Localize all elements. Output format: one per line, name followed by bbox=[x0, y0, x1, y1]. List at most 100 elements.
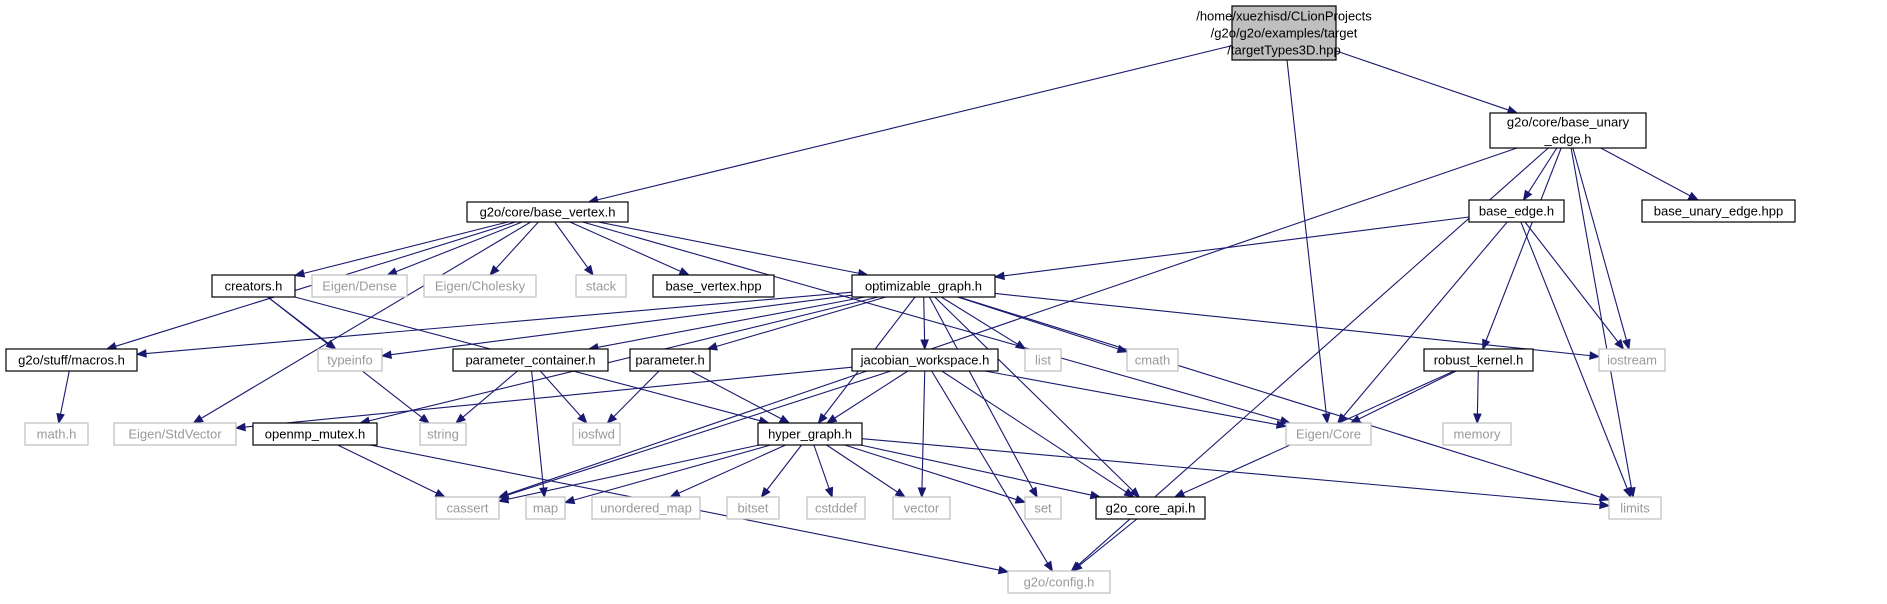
node-eigen-cholesky[interactable]: Eigen/Cholesky bbox=[423, 274, 537, 298]
edge-arrowhead bbox=[577, 413, 588, 425]
edge-hyper-graph-h-to-set bbox=[844, 444, 1027, 504]
edge-base-unary-edge-h-to-base-unary-edge-hpp bbox=[1600, 147, 1700, 201]
node-robust-kernel-h[interactable]: robust_kernel.h bbox=[1423, 348, 1534, 372]
edge-line bbox=[507, 370, 892, 496]
edge-hyper-graph-h-to-unordered-map bbox=[669, 444, 786, 498]
node-string[interactable]: string bbox=[419, 422, 467, 446]
edge-arrowhead bbox=[583, 264, 594, 277]
node-box bbox=[1285, 422, 1372, 446]
node-base-vertex-hpp[interactable]: base_vertex.hpp bbox=[652, 274, 775, 298]
node-unordered-map[interactable]: unordered_map bbox=[591, 496, 701, 520]
edge-arrowhead bbox=[56, 412, 65, 425]
node-g2o-core-api-h[interactable]: g2o_core_api.h bbox=[1095, 496, 1206, 520]
edge-jacobian-workspace-h-to-eigen-stdvector bbox=[234, 366, 853, 432]
node-box bbox=[1608, 496, 1662, 520]
node-cmath[interactable]: cmath bbox=[1126, 348, 1179, 372]
edge-root-to-base-unary-edge-h bbox=[1335, 50, 1519, 115]
edge-line bbox=[573, 444, 771, 501]
edge-parameter-container-h-to-iosfwd bbox=[539, 370, 588, 425]
node-label: cmath bbox=[1135, 353, 1170, 368]
edge-base-edge-h-to-limits bbox=[1520, 221, 1632, 499]
edge-arrowhead bbox=[234, 422, 246, 432]
node-map[interactable]: map bbox=[525, 496, 566, 520]
node-bitset[interactable]: bitset bbox=[726, 496, 780, 520]
node-box bbox=[575, 274, 627, 298]
node-eigen-core[interactable]: Eigen/Core bbox=[1285, 422, 1372, 446]
node-typeinfo[interactable]: typeinfo bbox=[317, 348, 383, 372]
edge-arrowhead bbox=[325, 339, 337, 350]
edge-arrowhead bbox=[380, 350, 392, 359]
edge-arrowhead bbox=[1173, 489, 1186, 498]
node-memory[interactable]: memory bbox=[1442, 422, 1512, 446]
node-iosfwd[interactable]: iosfwd bbox=[572, 422, 621, 446]
node-eigen-dense[interactable]: Eigen/Dense bbox=[311, 274, 408, 298]
node-math-h[interactable]: math.h bbox=[24, 422, 89, 446]
node-cassert[interactable]: cassert bbox=[435, 496, 500, 520]
node-parameter-container-h[interactable]: parameter_container.h bbox=[452, 348, 609, 372]
node-box bbox=[1024, 496, 1062, 520]
node-base-unary-edge-hpp[interactable]: base_unary_edge.hpp bbox=[1641, 199, 1796, 223]
node-base-unary-edge-h[interactable]: g2o/core/base_unary_edge.h bbox=[1489, 112, 1647, 149]
node-cstddef[interactable]: cstddef bbox=[806, 496, 866, 520]
edge-arrowhead bbox=[1687, 191, 1700, 201]
edge-line bbox=[539, 370, 582, 417]
edge-base-unary-edge-h-to-robust-kernel-h bbox=[1482, 147, 1562, 351]
edge-arrowhead bbox=[678, 267, 691, 276]
node-openmp-mutex-h[interactable]: openmp_mutex.h bbox=[252, 422, 378, 446]
edge-optimizable-graph-h-to-set bbox=[928, 296, 1038, 499]
node-g2o-config-h[interactable]: g2o/config.h bbox=[1007, 570, 1111, 594]
edge-hyper-graph-h-to-map bbox=[563, 444, 771, 505]
node-hyper-graph-h[interactable]: hyper_graph.h bbox=[757, 422, 863, 446]
edge-hyper-graph-h-to-cassert bbox=[497, 444, 760, 504]
node-box bbox=[572, 422, 621, 446]
node-base-edge-h[interactable]: base_edge.h bbox=[1468, 199, 1565, 223]
node-label: limits bbox=[1620, 501, 1650, 516]
node-box bbox=[24, 422, 89, 446]
edge-line bbox=[597, 45, 1233, 201]
edge-line bbox=[941, 370, 1127, 493]
edge-jacobian-workspace-h-to-vector bbox=[917, 370, 927, 499]
edge-hyper-graph-h-to-g2o-core-api-h bbox=[860, 444, 1102, 500]
node-list[interactable]: list bbox=[1024, 348, 1062, 372]
node-set[interactable]: set bbox=[1024, 496, 1062, 520]
node-root[interactable]: /home/xuezhisd/CLionProjects/g2o/g2o/exa… bbox=[1196, 5, 1372, 61]
node-box bbox=[757, 422, 863, 446]
edge-line bbox=[940, 296, 1018, 345]
edge-line bbox=[145, 291, 853, 355]
edge-optimizable-graph-h-to-g2o-core-api-h bbox=[934, 296, 1141, 498]
edge-hyper-graph-h-to-cstddef bbox=[813, 444, 834, 499]
node-box bbox=[1489, 112, 1647, 149]
node-box bbox=[419, 422, 467, 446]
edge-line bbox=[531, 370, 545, 489]
node-vector[interactable]: vector bbox=[892, 496, 951, 520]
edge-line bbox=[554, 221, 589, 269]
node-creators-h[interactable]: creators.h bbox=[211, 274, 296, 298]
node-box bbox=[211, 274, 296, 298]
node-label: unordered_map bbox=[600, 501, 692, 516]
node-box bbox=[1095, 496, 1206, 520]
edge-arrowhead bbox=[1598, 492, 1611, 502]
node-label: stack bbox=[586, 279, 617, 294]
node-parameter-h[interactable]: parameter.h bbox=[629, 348, 711, 372]
node-optimizable-graph-h[interactable]: optimizable_graph.h bbox=[851, 274, 996, 298]
edge-base-vertex-h-to-eigen-stdvector bbox=[192, 221, 532, 424]
edge-line bbox=[984, 370, 1278, 426]
node-iostream[interactable]: iostream bbox=[1598, 348, 1666, 372]
node-macros-h[interactable]: g2o/stuff/macros.h bbox=[5, 348, 138, 372]
node-jacobian-workspace-h[interactable]: jacobian_workspace.h bbox=[851, 348, 999, 372]
node-base-vertex-h[interactable]: g2o/core/base_vertex.h bbox=[466, 201, 629, 223]
node-box bbox=[892, 496, 951, 520]
node-box bbox=[1468, 199, 1565, 223]
edge-base-vertex-h-to-eigen-core bbox=[582, 221, 1292, 425]
edge-base-unary-edge-h-to-base-edge-h bbox=[1522, 147, 1558, 202]
node-eigen-stdvector[interactable]: Eigen/StdVector bbox=[113, 422, 237, 446]
node-limits[interactable]: limits bbox=[1608, 496, 1662, 520]
edge-arrowhead bbox=[920, 339, 929, 351]
edge-line bbox=[928, 296, 1034, 490]
node-stack[interactable]: stack bbox=[575, 274, 627, 298]
edge-line bbox=[923, 296, 926, 341]
edge-line bbox=[1358, 370, 1457, 420]
edge-arrowhead bbox=[817, 412, 828, 425]
edge-line bbox=[462, 370, 518, 418]
node-label: /home/xuezhisd/CLionProjects bbox=[1196, 9, 1372, 24]
